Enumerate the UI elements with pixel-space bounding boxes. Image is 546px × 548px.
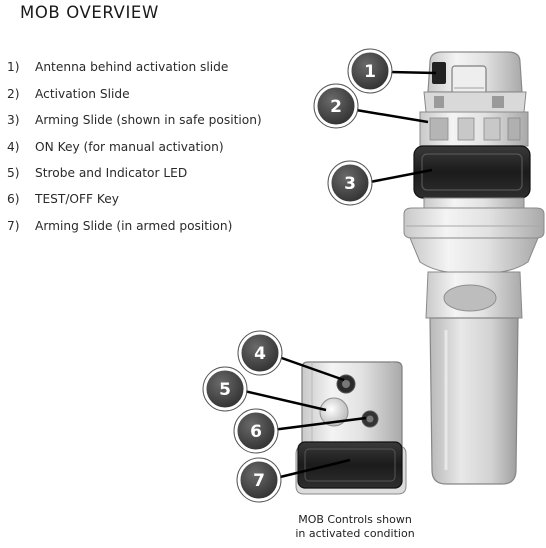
legend-number: 5) (7, 166, 20, 180)
callout-5: 5 (202, 366, 248, 412)
controls-inset (295, 361, 407, 495)
legend-text: ON Key (for manual activation) (35, 140, 224, 154)
page-title: MOB OVERVIEW (20, 3, 159, 22)
callout-label: 7 (253, 471, 265, 491)
callout-2: 2 (313, 83, 359, 129)
legend-text: Arming Slide (shown in safe position) (35, 113, 262, 127)
mob-device (403, 51, 545, 485)
caption-line: MOB Controls shown (298, 513, 412, 526)
callout-6: 6 (233, 408, 279, 454)
callout-4: 4 (237, 330, 283, 376)
callout-label: 4 (254, 344, 266, 364)
legend-text: Activation Slide (35, 87, 130, 101)
callout-leaders (239, 70, 437, 480)
legend-text: Arming Slide (in armed position) (35, 219, 233, 233)
legend-number: 2) (7, 87, 20, 101)
antenna-window (432, 62, 446, 84)
legend-text: Strobe and Indicator LED (35, 166, 188, 180)
callout-label: 1 (364, 62, 376, 82)
legend-number: 4) (7, 140, 20, 154)
controls-caption: MOB Controls shown in activated conditio… (280, 513, 430, 541)
legend-number: 6) (7, 192, 20, 206)
callout-label: 5 (219, 380, 231, 400)
callout-label: 2 (330, 97, 342, 117)
caption-line: in activated condition (295, 527, 415, 540)
callout-3: 3 (327, 160, 373, 206)
legend-number: 3) (7, 113, 20, 127)
legend-number: 7) (7, 219, 20, 233)
legend-text: Antenna behind activation slide (35, 60, 229, 74)
callout-7: 7 (236, 457, 282, 503)
legend-number: 1) (7, 60, 20, 74)
callout-1: 1 (347, 48, 393, 94)
callout-label: 6 (250, 422, 262, 442)
arming-slide-armed (297, 441, 403, 489)
label-oval (443, 284, 497, 312)
device-grip (429, 317, 519, 485)
strobe-led (319, 397, 349, 427)
callout-label: 3 (344, 174, 356, 194)
legend-text: TEST/OFF Key (35, 192, 120, 206)
